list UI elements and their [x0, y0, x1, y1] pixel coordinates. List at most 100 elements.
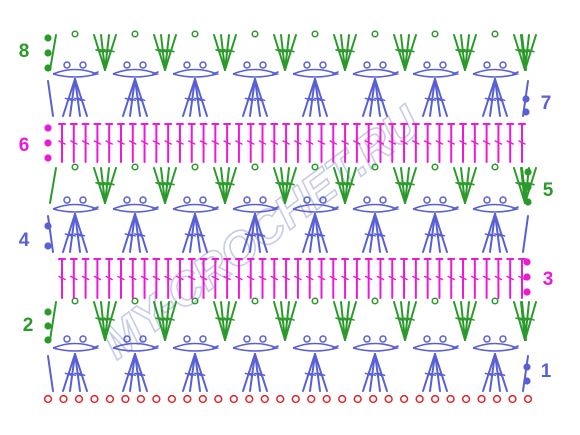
edge-stitch: [49, 34, 57, 71]
stitch-cross-bar: [294, 275, 302, 281]
stitch-cross-bar: [270, 275, 279, 281]
cluster-bar: [248, 97, 256, 102]
fan-stitch: [100, 301, 106, 341]
cluster-bar: [188, 233, 196, 237]
fan-bar: [399, 49, 407, 53]
fan-stitch: [513, 167, 526, 204]
stitch-cross-bar: [258, 275, 267, 281]
fan-bar: [339, 49, 347, 53]
chain-loop: [412, 342, 460, 352]
foundation-chain-stitch: [152, 394, 161, 404]
cluster-stitch: [314, 78, 328, 117]
cluster-bar: [254, 372, 262, 377]
chain-circle: [491, 297, 499, 305]
foundation-chain-stitch: [430, 394, 440, 404]
chain-loop: [292, 342, 340, 352]
chain-circle: [139, 196, 147, 204]
cluster-bar: [424, 97, 433, 102]
fan-stitch: [453, 167, 466, 204]
chain-loop: [352, 68, 400, 78]
chain-circle: [491, 30, 499, 38]
stitch-cross-bar: [376, 275, 385, 281]
chain-loop: [172, 342, 220, 352]
fan-stitch: [93, 167, 106, 204]
cluster-stitch: [254, 353, 268, 392]
row-number: 1: [541, 361, 552, 382]
fan-bar: [467, 49, 475, 53]
stitch-cross-bar: [471, 275, 479, 281]
cluster-bar: [248, 372, 256, 377]
foundation-chain-stitch: [353, 394, 362, 404]
stitch-cross-bar: [364, 140, 373, 145]
fan-bar: [107, 49, 115, 53]
fan-stitch: [104, 34, 110, 71]
stitch-cross-bar: [329, 140, 338, 145]
stitch-cross-bar: [129, 140, 137, 145]
stitch-cross-bar: [140, 140, 149, 145]
edge-stitch: [49, 301, 57, 341]
edge-stitch: [49, 167, 57, 204]
chain-circle: [79, 335, 87, 343]
fan-bar: [395, 317, 403, 321]
cluster-stitch: [134, 213, 148, 253]
fan-bar: [155, 317, 163, 321]
chain-circle: [423, 196, 431, 204]
stitch-cross-bar: [58, 275, 66, 281]
fan-bar: [459, 182, 467, 186]
cluster-stitch: [369, 353, 376, 392]
cluster-stitch: [194, 353, 208, 392]
chain-circle: [71, 30, 79, 38]
foundation-chain-stitch: [214, 394, 223, 404]
fan-stitch: [160, 34, 166, 71]
cluster-stitch: [314, 78, 321, 117]
double-crochet-row: [58, 123, 526, 163]
chain-loop: [292, 68, 340, 78]
cluster-bar: [304, 372, 313, 377]
cluster-bar: [488, 372, 496, 377]
stitch-cross-bar: [376, 140, 385, 145]
cluster-bar: [64, 372, 73, 377]
fan-stitch: [524, 34, 537, 71]
chain-circle: [79, 61, 87, 69]
cluster-stitch: [429, 353, 436, 392]
fan-bar: [227, 182, 235, 186]
row-number: 3: [543, 269, 554, 290]
cluster-stitch: [182, 78, 196, 117]
cluster-stitch: [302, 213, 316, 253]
fan-bar: [219, 317, 227, 321]
turning-chain-dot: [44, 336, 52, 344]
fan-bar: [167, 317, 175, 321]
turning-chain-dot: [523, 288, 531, 296]
stitch-cross-bar: [494, 275, 503, 281]
cluster-stitch: [494, 78, 508, 117]
cluster-stitch: [249, 353, 256, 392]
fan-stitch: [100, 34, 106, 71]
fan-bar: [339, 317, 347, 321]
cluster-bar: [244, 372, 253, 377]
cluster-bar: [377, 372, 386, 377]
stitch-cross-bar: [93, 140, 102, 145]
chain-circle: [371, 297, 379, 305]
fan-bar: [167, 182, 175, 186]
edge-stitch: [47, 215, 54, 253]
cluster-bar: [488, 97, 496, 102]
fan-stitch: [104, 301, 117, 341]
stitch-cross-bar: [235, 275, 243, 281]
fan-bar: [279, 182, 287, 186]
chain-circle: [131, 163, 139, 171]
cluster-bar: [484, 372, 493, 377]
cluster-stitch: [122, 353, 136, 392]
cluster-bar: [368, 233, 376, 237]
cluster-bar: [197, 233, 206, 237]
cluster-stitch: [134, 213, 141, 253]
chain-loop: [112, 203, 160, 213]
fan-bar: [395, 182, 403, 186]
chain-circle: [139, 335, 147, 343]
cluster-bar: [314, 97, 322, 102]
cluster-bar: [194, 97, 202, 102]
turning-chain-dot: [524, 183, 532, 191]
fan-bar: [527, 317, 535, 321]
stitch-cross-bar: [81, 275, 90, 281]
cluster-stitch: [134, 78, 148, 117]
